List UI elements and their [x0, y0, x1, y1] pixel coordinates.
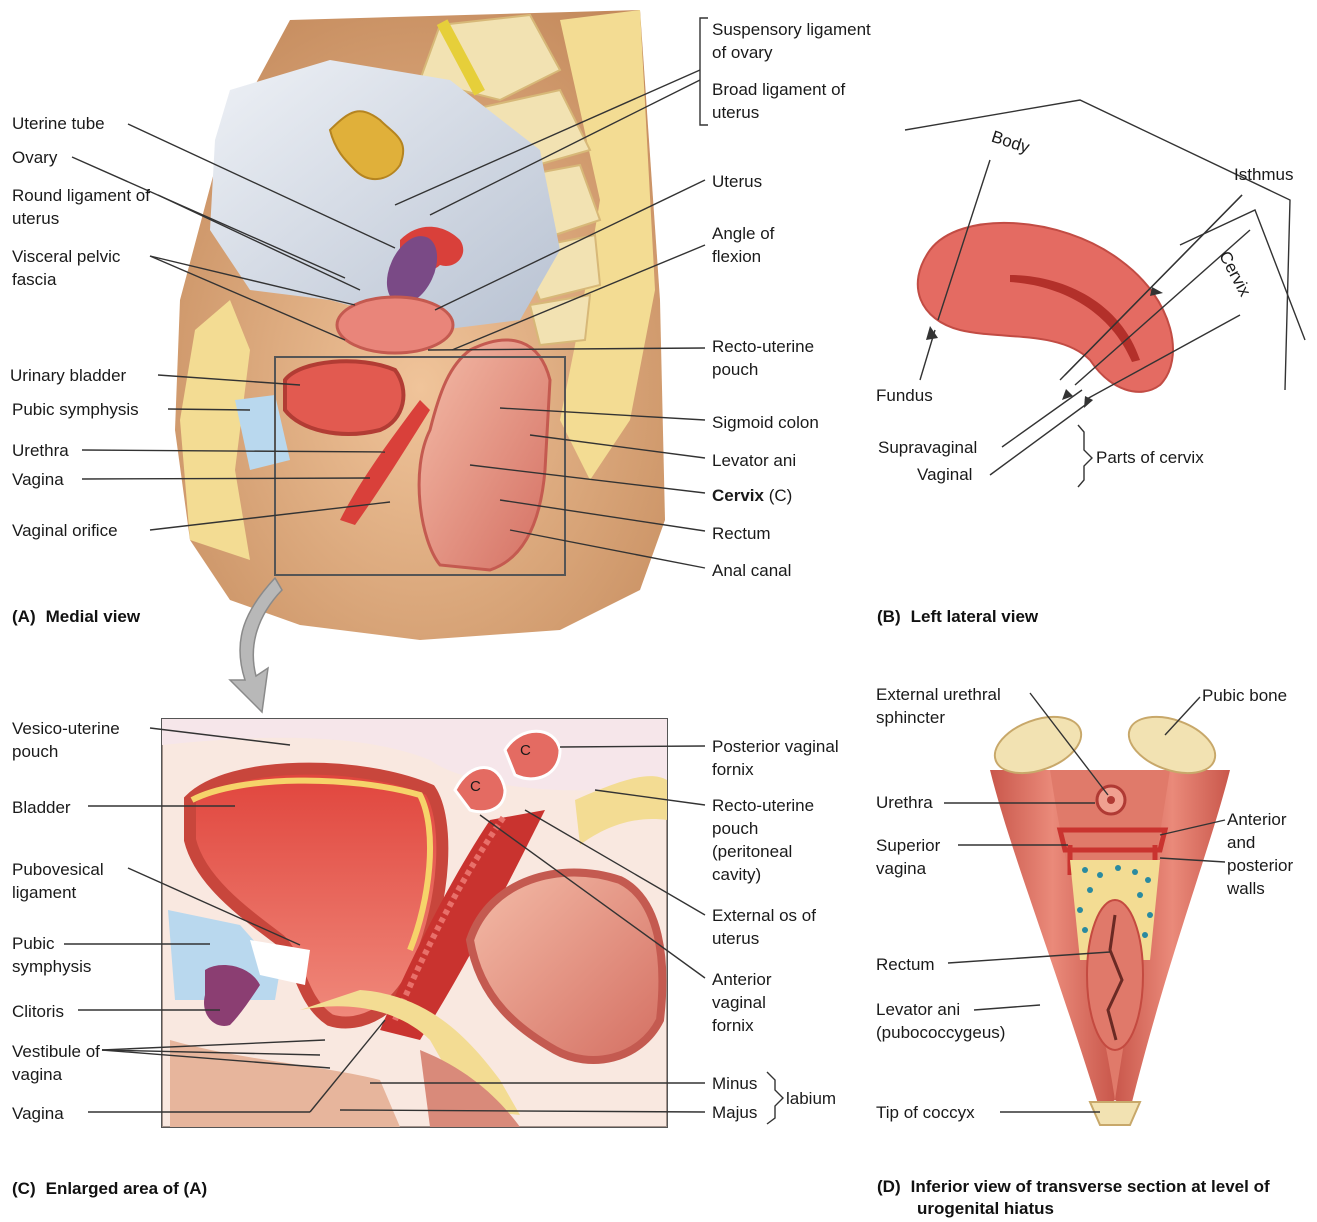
caption-a: (A) Medial view: [12, 606, 140, 628]
label-pubovesical-ligament: Pubovesical ligament: [12, 858, 132, 904]
label-pubic-symphysis-c: Pubic symphysis: [12, 932, 112, 978]
panel-d-art: [987, 706, 1230, 1125]
uterus-lateral: [918, 223, 1173, 392]
label-suspensory-ligament: Suspensory ligament of ovary: [712, 18, 882, 64]
panel-b-art: [905, 100, 1305, 392]
label-pubic-symphysis-a: Pubic symphysis: [12, 398, 139, 421]
label-anterior-posterior-walls: Anterior and posterior walls: [1227, 808, 1317, 900]
bladder-art: [285, 361, 403, 434]
label-levator-ani-d: Levator ani (pubococcygeus): [876, 998, 1046, 1044]
label-superior-vagina: Superior vagina: [876, 834, 966, 880]
label-levator-ani-a: Levator ani: [712, 449, 796, 472]
caption-c: (C) Enlarged area of (A): [12, 1178, 207, 1200]
label-recto-uterine-pouch-c: Recto-uterine pouch (peritoneal cavity): [712, 794, 832, 886]
caption-d-letter: (D): [877, 1177, 901, 1196]
cervix-mark-2: C: [470, 778, 481, 795]
caption-b-text: Left lateral view: [911, 607, 1039, 626]
label-vagina-a: Vagina: [12, 468, 64, 491]
caption-c-letter: (C): [12, 1179, 36, 1198]
label-majus: Majus: [712, 1101, 757, 1124]
label-anal-canal: Anal canal: [712, 559, 791, 582]
label-vagina-c: Vagina: [12, 1102, 64, 1125]
caption-b-letter: (B): [877, 607, 901, 626]
panel-a-art: [175, 10, 665, 712]
label-angle-of-flexion: Angle of flexion: [712, 222, 812, 268]
label-sigmoid-colon: Sigmoid colon: [712, 411, 819, 434]
label-uterine-tube: Uterine tube: [12, 112, 105, 135]
label-cervix-bold: Cervix: [712, 486, 764, 505]
label-tip-of-coccyx: Tip of coccyx: [876, 1101, 975, 1124]
label-urethra-d: Urethra: [876, 791, 933, 814]
label-ovary: Ovary: [12, 146, 57, 169]
label-vaginal-orifice: Vaginal orifice: [12, 519, 118, 542]
label-posterior-vaginal-fornix: Posterior vaginal fornix: [712, 735, 872, 781]
label-uterus: Uterus: [712, 170, 762, 193]
cervix-c2: [505, 731, 560, 779]
label-round-ligament: Round ligament of uterus: [12, 184, 162, 230]
label-supravaginal: Supravaginal: [878, 436, 977, 459]
label-rectum-d: Rectum: [876, 953, 935, 976]
label-urinary-bladder: Urinary bladder: [10, 364, 126, 387]
label-clitoris: Clitoris: [12, 1000, 64, 1023]
label-pubic-bone: Pubic bone: [1202, 684, 1287, 707]
panel-c-art: [162, 719, 667, 1127]
label-visceral-pelvic-fascia: Visceral pelvic fascia: [12, 245, 152, 291]
label-fundus: Fundus: [876, 384, 933, 407]
label-vaginal: Vaginal: [917, 463, 972, 486]
cervix-mark-1: C: [520, 742, 531, 759]
label-broad-ligament: Broad ligament of uterus: [712, 78, 862, 124]
label-minus: Minus: [712, 1072, 757, 1095]
caption-c-text: Enlarged area of (A): [46, 1179, 208, 1198]
label-vesico-uterine-pouch: Vesico-uterine pouch: [12, 717, 152, 763]
caption-a-text: Medial view: [46, 607, 140, 626]
label-urethra-a: Urethra: [12, 439, 69, 462]
label-external-urethral-sphincter: External urethral sphincter: [876, 683, 1036, 729]
label-labium: labium: [786, 1087, 836, 1110]
caption-b: (B) Left lateral view: [877, 606, 1038, 628]
label-bladder-c: Bladder: [12, 796, 71, 819]
label-isthmus: Isthmus: [1234, 163, 1294, 186]
caption-a-letter: (A): [12, 607, 36, 626]
label-cervix-ref: (C): [769, 486, 793, 505]
caption-d-text: Inferior view of transverse section at l…: [911, 1177, 1270, 1218]
label-vestibule: Vestibule of vagina: [12, 1040, 112, 1086]
label-external-os: External os of uterus: [712, 904, 822, 950]
label-anterior-vaginal-fornix: Anterior vaginal fornix: [712, 968, 792, 1037]
coccyx-d: [1090, 1102, 1140, 1125]
label-recto-uterine-pouch-a: Recto-uterine pouch: [712, 335, 852, 381]
caption-d: (D) Inferior view of transverse section a…: [877, 1176, 1317, 1220]
label-parts-of-cervix: Parts of cervix: [1096, 446, 1204, 469]
label-rectum-a: Rectum: [712, 522, 771, 545]
label-cervix-a: Cervix (C): [712, 484, 792, 507]
